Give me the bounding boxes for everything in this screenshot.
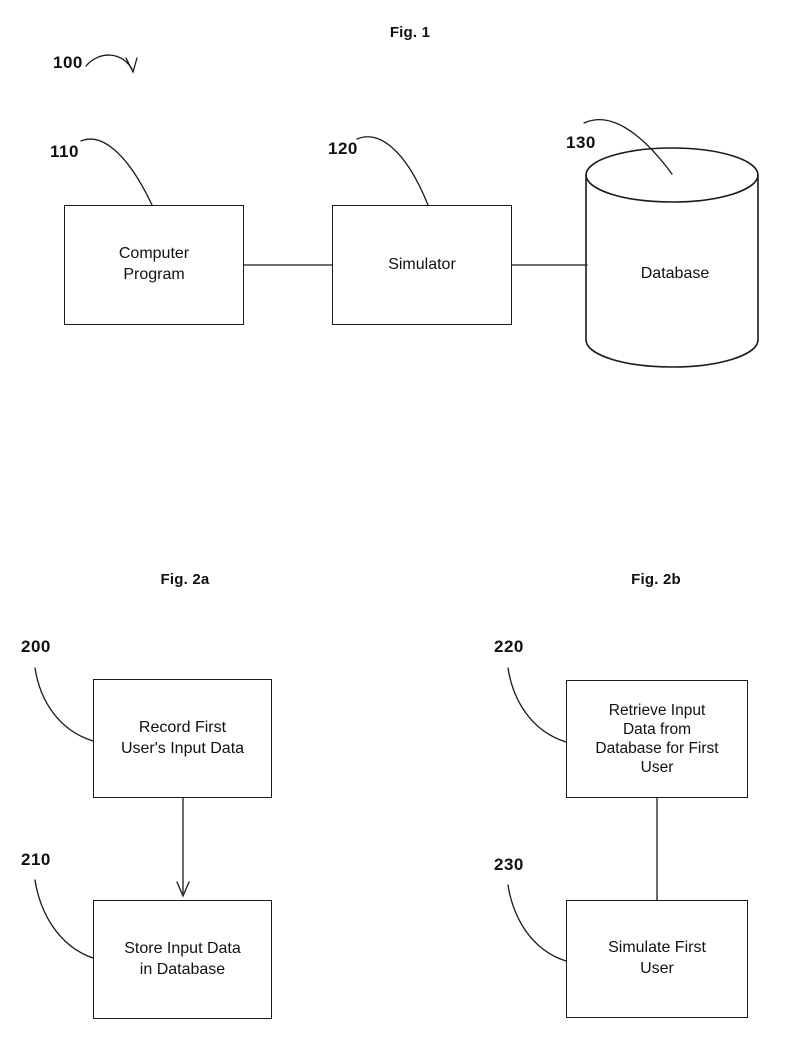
ref-numeral-200: 200 [21,637,51,656]
ref-numeral-120: 120 [328,139,358,158]
node-computer-program-label: Computer Program [118,245,190,283]
node-record-first-users-input-data[interactable]: Record First User's Input Data [93,679,272,798]
leader-230 [507,884,567,962]
ref-numeral-110: 110 [50,142,79,161]
figure-2b-title: Fig. 2b [631,571,681,588]
leader-120 [356,136,429,206]
node-simulator[interactable]: Simulator [332,205,512,325]
leader-220 [507,667,567,743]
node-retrieve-input-data-from-database-label: Retrieve Input Data from Database for Fi… [595,701,719,777]
ref-numeral-100: 100 [53,53,83,72]
node-retrieve-input-data-from-database[interactable]: Retrieve Input Data from Database for Fi… [566,680,748,798]
ref-numeral-230: 230 [494,855,524,874]
ref-numeral-220: 220 [494,637,524,656]
node-simulate-first-user[interactable]: Simulate First User [566,900,748,1018]
node-database[interactable]: Database [580,135,770,380]
node-store-input-data-in-database[interactable]: Store Input Data in Database [93,900,272,1019]
figure-1-title: Fig. 1 [389,24,431,41]
node-database-label: Database [640,265,710,282]
leader-200 [34,667,94,742]
leader-210 [34,879,94,959]
node-simulate-first-user-label: Simulate First User [608,939,706,977]
database-cylinder-shape [585,147,759,368]
node-store-input-data-in-database-label: Store Input Data in Database [124,939,241,978]
node-record-first-users-input-data-label: Record First User's Input Data [120,718,245,757]
node-simulator-label: Simulator [388,255,456,273]
ref-numeral-210: 210 [21,850,51,869]
node-computer-program[interactable]: Computer Program [64,205,244,325]
leader-110 [80,138,153,206]
figure-2a-title: Fig. 2a [160,571,210,588]
leader-100 [85,54,138,74]
connector-200-210 [176,797,190,898]
